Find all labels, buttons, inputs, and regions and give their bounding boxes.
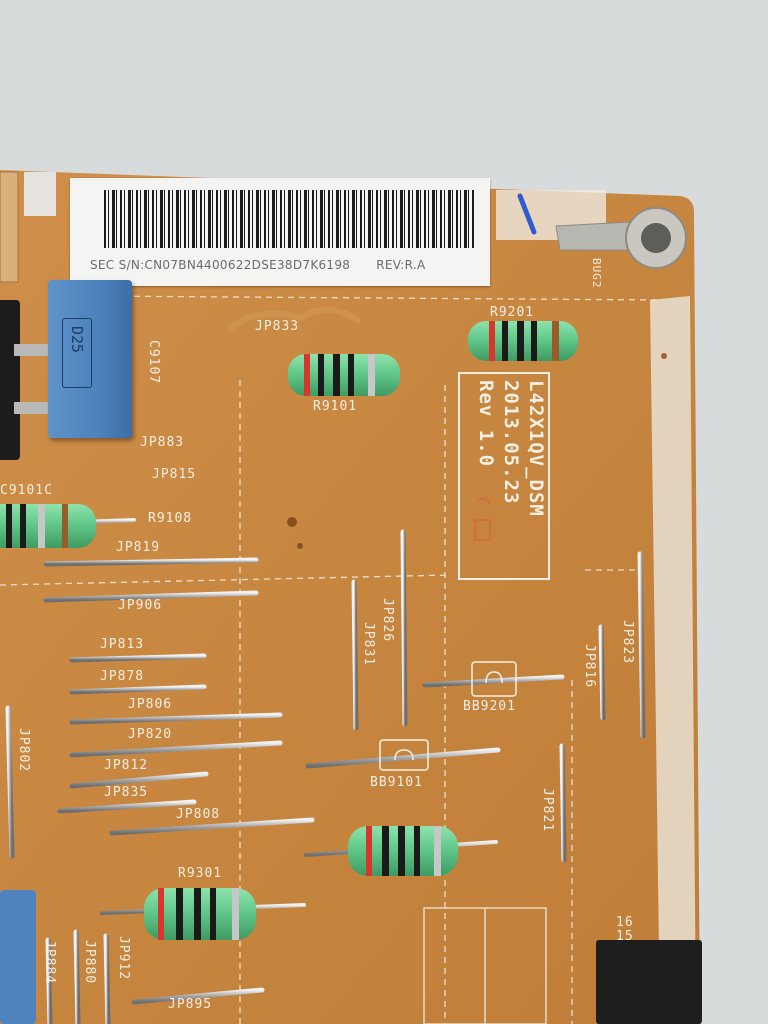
pcb-board	[0, 170, 700, 1024]
model-date: 2013.05.23	[500, 380, 522, 505]
model-box	[458, 372, 550, 580]
label-jp826: JP826	[380, 598, 395, 643]
label-r9101: R9101	[313, 399, 358, 414]
label-jp812: JP812	[104, 758, 149, 773]
revision-text: REV:R.A	[376, 258, 426, 272]
label-jp821: JP821	[540, 788, 555, 833]
label-bug2: BUG2	[590, 258, 603, 289]
label-jp820: JP820	[128, 727, 173, 742]
model-revision: Rev 1.0	[475, 380, 497, 468]
bb9201-outline	[471, 661, 517, 697]
resistor-r9101	[288, 354, 400, 396]
label-jp816: JP816	[582, 644, 597, 689]
resistor-r9301	[144, 888, 256, 940]
label-r9201: R9201	[490, 305, 535, 320]
label-bb9101: BB9101	[370, 775, 423, 790]
bb9101-outline	[379, 739, 429, 771]
label-c9101c: C9101C	[0, 483, 53, 498]
serial-number: SEC S/N:CN07BN4400622DSE38D7K6198 REV:R.A	[90, 258, 425, 272]
label-r9108: R9108	[148, 511, 193, 526]
resistor-r9201	[468, 321, 578, 361]
label-pin15: 15	[616, 929, 634, 944]
label-jp878: JP878	[100, 669, 145, 684]
label-pin16: 16	[616, 915, 634, 930]
label-jp808: JP808	[176, 807, 221, 822]
label-jp815: JP815	[152, 467, 197, 482]
ring-terminal	[517, 193, 687, 269]
resistor-r9108	[0, 504, 96, 548]
blue-component-bottom	[0, 890, 36, 1024]
label-bb9201: BB9201	[463, 699, 516, 714]
label-jp823: JP823	[620, 620, 635, 665]
label-jp895: JP895	[168, 997, 213, 1012]
model-name: L42X1QV_DSM	[525, 380, 547, 517]
label-c9107: C9107	[146, 340, 161, 385]
board-model: L42X1QV_DSM 2013.05.23 Rev 1.0	[473, 380, 548, 517]
resistor-lower	[348, 826, 458, 876]
barcode	[104, 190, 474, 248]
serial-text: SEC S/N:CN07BN4400622DSE38D7K6198	[90, 258, 351, 272]
capacitor-label: D25	[68, 326, 86, 354]
label-jp880: JP880	[82, 940, 97, 985]
label-jp912: JP912	[116, 936, 131, 981]
capacitor-label-box	[62, 318, 92, 388]
label-jp884: JP884	[42, 940, 57, 985]
label-jp883: JP883	[140, 435, 185, 450]
label-jp835: JP835	[104, 785, 149, 800]
label-jp802: JP802	[16, 728, 31, 773]
label-jp831: JP831	[361, 622, 376, 667]
label-jp806: JP806	[128, 697, 173, 712]
label-jp833: JP833	[255, 319, 300, 334]
label-r9301: R9301	[178, 866, 223, 881]
label-jp906: JP906	[118, 598, 163, 613]
black-connector	[596, 940, 702, 1024]
barcode-sticker: SEC S/N:CN07BN4400622DSE38D7K6198 REV:R.A	[70, 178, 490, 286]
label-jp819: JP819	[116, 540, 161, 555]
label-jp813: JP813	[100, 637, 145, 652]
